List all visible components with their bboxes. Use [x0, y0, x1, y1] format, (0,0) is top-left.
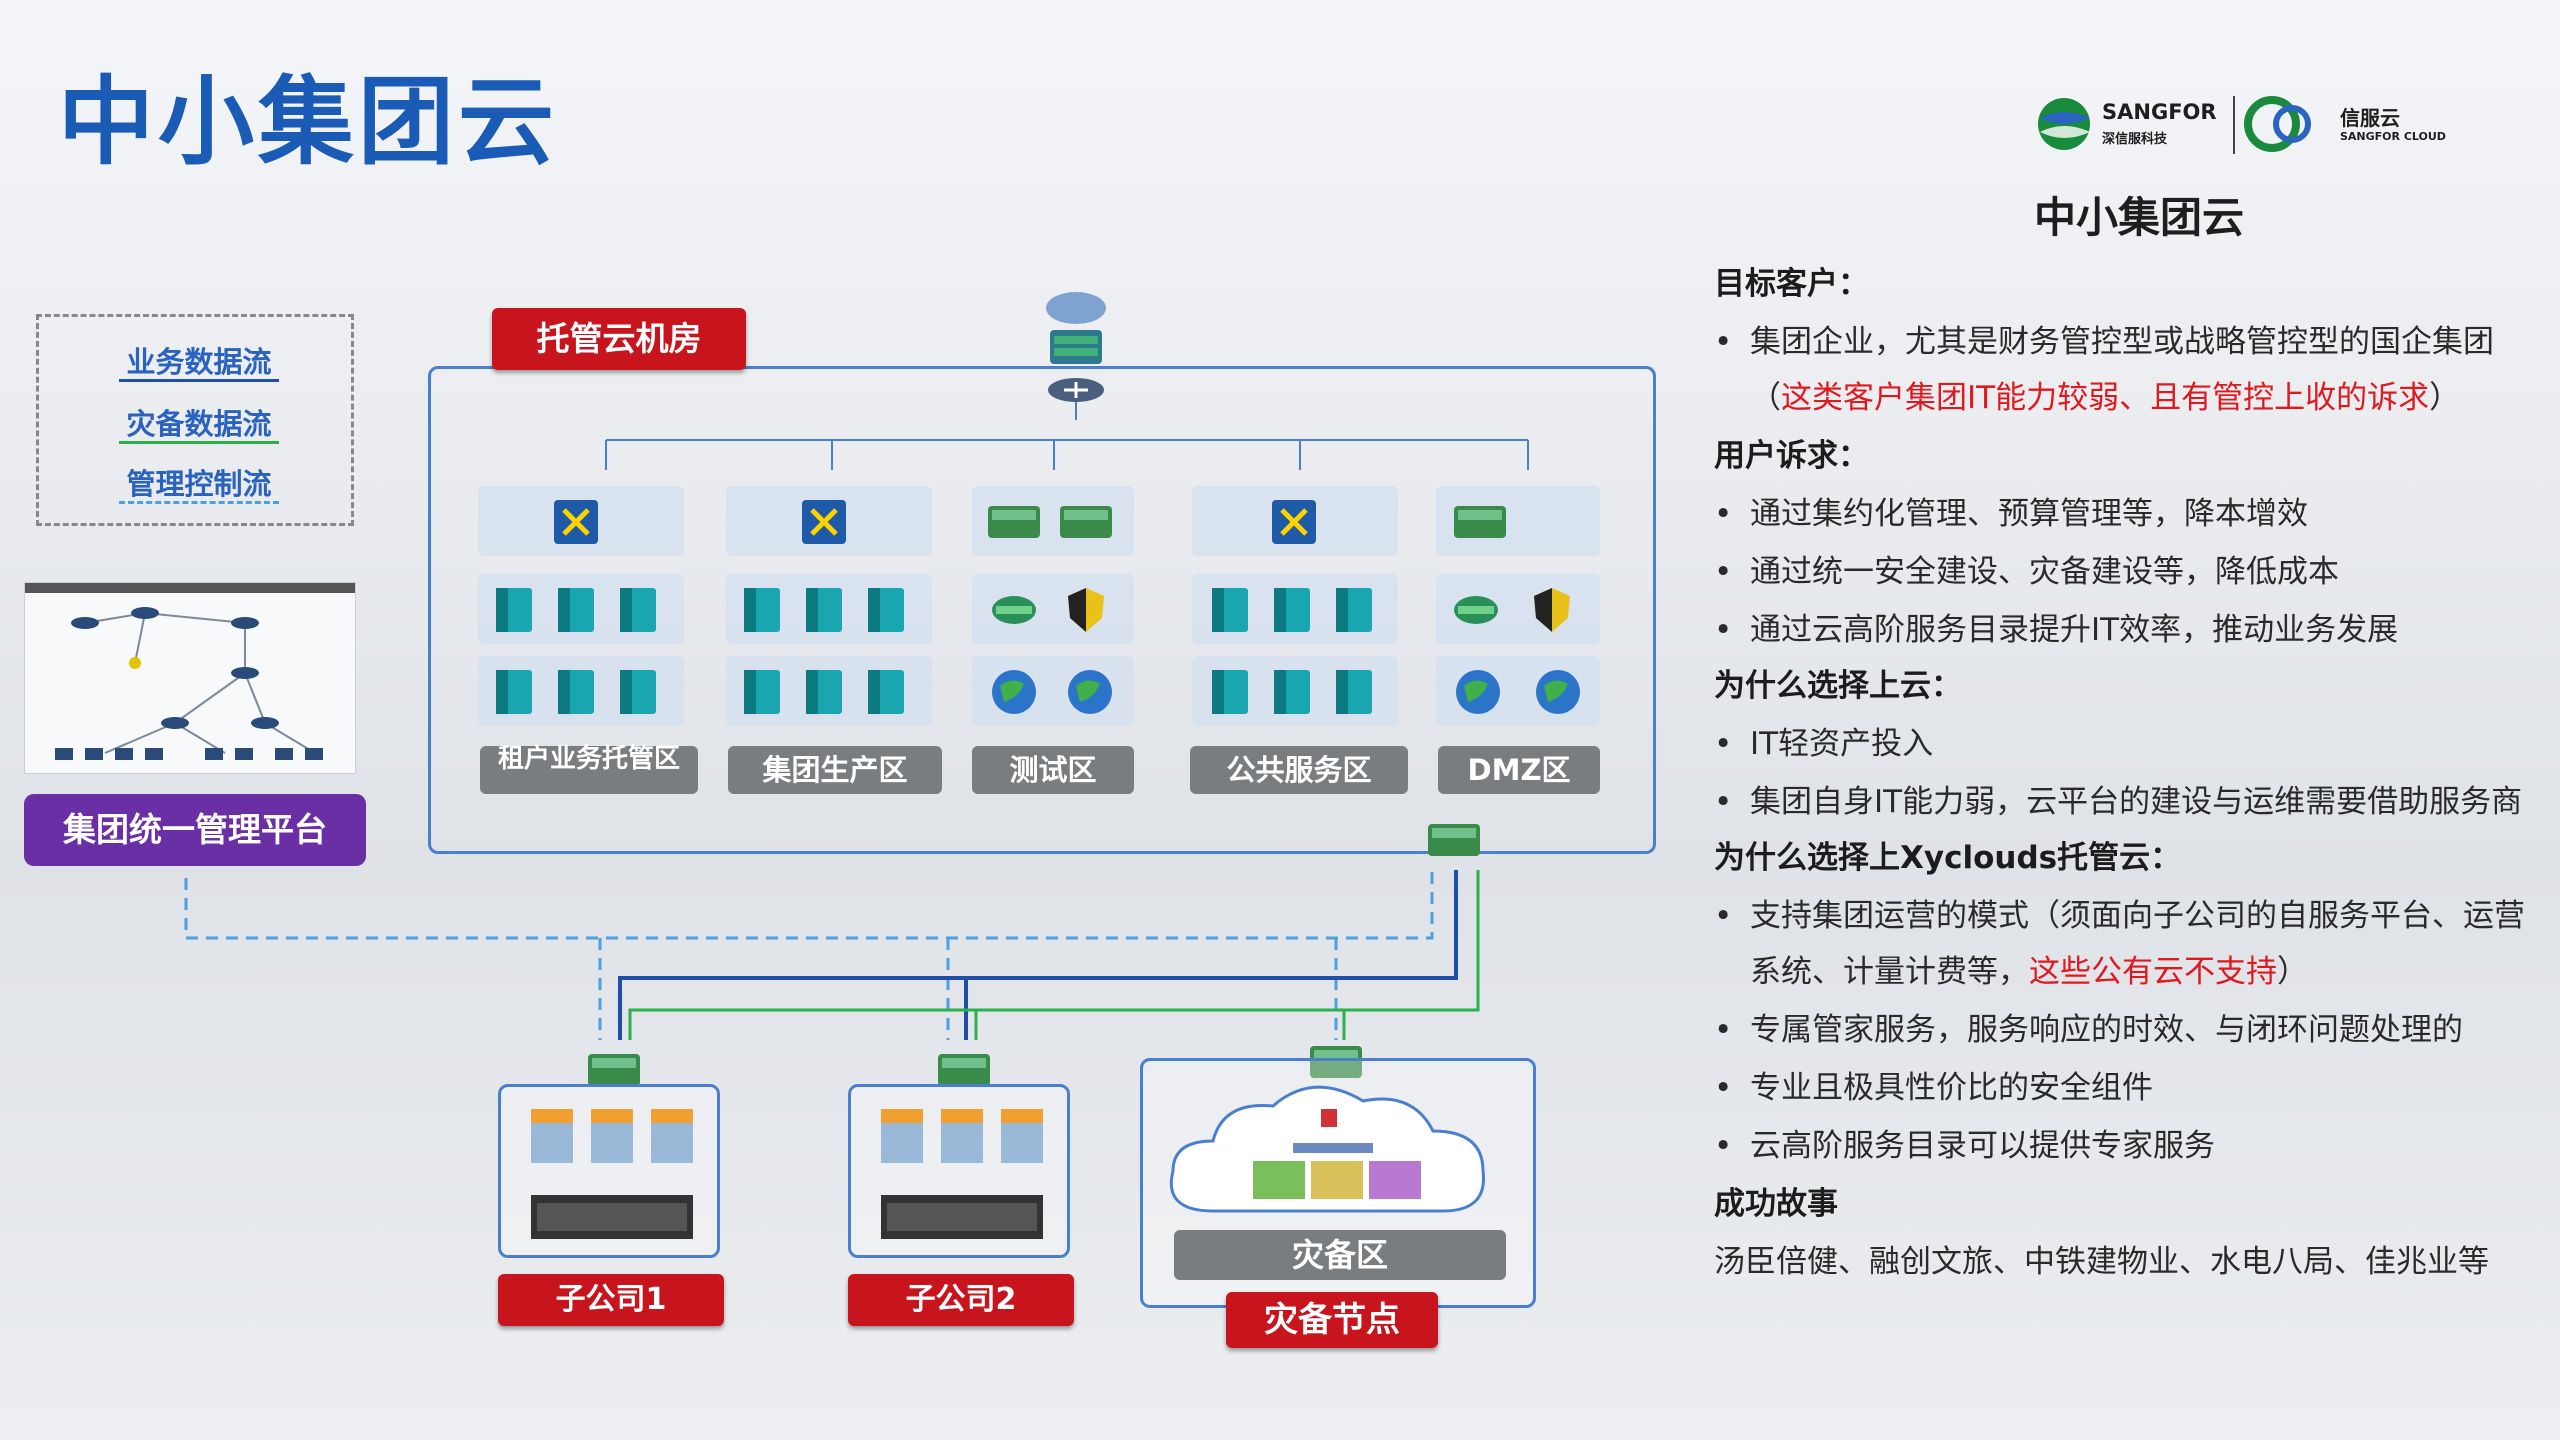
dr-zone-label: 灾备区 — [1174, 1230, 1506, 1280]
why-x-text-2-pre: 系统、计量计费等， — [1750, 954, 2029, 990]
datacenter-label: 托管云机房 — [492, 308, 746, 370]
branch-1-label: 子公司1 — [498, 1274, 724, 1326]
legend-business-flow: 业务数据流 — [126, 345, 272, 379]
why-cloud-text-1: IT轻资产投入 — [1750, 726, 1934, 762]
panel-title: 中小集团云 — [2034, 193, 2245, 242]
platform-topology-image — [24, 582, 356, 774]
logo-cloud: 信服云 — [2340, 106, 2400, 130]
logo-brand: SANGFOR — [2102, 100, 2217, 124]
target-heading: 目标客户： — [1714, 266, 1869, 302]
why-x-item-2: •专属管家服务，服务响应的时效、与闭环问题处理的 — [1714, 1012, 2463, 1048]
logo-cloud-sub: SANGFOR CLOUD — [2340, 130, 2446, 143]
zone-label-dmz: DMZ区 — [1438, 746, 1600, 794]
stories-text: 汤臣倍健、融创文旅、中铁建物业、水电八局、佳兆业等 — [1714, 1244, 2489, 1280]
zone-label-production: 集团生产区 — [728, 746, 942, 794]
needs-heading: 用户诉求： — [1714, 438, 1869, 474]
hosted-cloud-datacenter — [428, 366, 1656, 854]
why-x-item-1: •支持集团运营的模式（须面向子公司的自服务平台、运营 — [1714, 898, 2525, 934]
legend-mgmt-line — [119, 501, 279, 504]
branch-2-label: 子公司2 — [848, 1274, 1074, 1326]
zone-label-public: 公共服务区 — [1190, 746, 1408, 794]
branch-2-box — [848, 1084, 1070, 1258]
page-title: 中小集团云 — [58, 66, 558, 178]
zone-label-test: 测试区 — [972, 746, 1134, 794]
why-cloud-item-1: •IT轻资产投入 — [1714, 726, 1934, 762]
zone-label-tenant: 租户业务托管区 — [480, 746, 698, 794]
group-management-platform: 集团统一管理平台 — [24, 794, 366, 866]
why-x-text-1: 支持集团运营的模式（须面向子公司的自服务平台、运营 — [1750, 898, 2525, 934]
why-x-text-2-post: ） — [2277, 954, 2308, 990]
target-paren-open: （ — [1750, 380, 1781, 416]
why-x-red-text: 这些公有云不支持 — [2029, 954, 2277, 990]
why-cloud-heading: 为什么选择上云： — [1714, 668, 1962, 704]
internet-cloud-icon — [1042, 286, 1110, 404]
dr-node-label: 灾备节点 — [1226, 1292, 1438, 1348]
needs-item-3: •通过云高阶服务目录提升IT效率，推动业务发展 — [1714, 612, 2399, 648]
needs-item-1: •通过集约化管理、预算管理等，降本增效 — [1714, 496, 2308, 532]
why-x-item-3: •专业且极具性价比的安全组件 — [1714, 1070, 2153, 1106]
target-item-2: （这类客户集团IT能力较弱、且有管控上收的诉求） — [1750, 372, 2460, 417]
target-red-text: 这类客户集团IT能力较弱、且有管控上收的诉求 — [1781, 380, 2430, 416]
needs-text-2: 通过统一安全建设、灾备建设等，降低成本 — [1750, 554, 2339, 590]
target-text-1: 集团企业，尤其是财务管控型或战略管控型的国企集团 — [1750, 324, 2494, 360]
sangfor-logo: SANGFOR 深信服科技 信服云 SANGFOR CLOUD — [2034, 90, 2454, 160]
why-x-text-5: 云高阶服务目录可以提供专家服务 — [1750, 1128, 2215, 1164]
why-x-text-4: 专业且极具性价比的安全组件 — [1750, 1070, 2153, 1106]
why-x-heading: 为什么选择上Xyclouds托管云： — [1714, 840, 2182, 876]
logo-brand-sub: 深信服科技 — [2102, 132, 2168, 147]
needs-item-2: •通过统一安全建设、灾备建设等，降低成本 — [1714, 554, 2339, 590]
needs-text-3: 通过云高阶服务目录提升IT效率，推动业务发展 — [1750, 612, 2399, 648]
stories-heading: 成功故事 — [1714, 1186, 1838, 1222]
target-item-1: •集团企业，尤其是财务管控型或战略管控型的国企集团 — [1714, 324, 2494, 360]
why-x-item-1-cont: 系统、计量计费等，这些公有云不支持） — [1750, 946, 2308, 991]
branch-1-box — [498, 1084, 720, 1258]
target-paren-close: ） — [2429, 380, 2461, 416]
legend-mgmt-flow: 管理控制流 — [126, 467, 272, 501]
legend-dr-line — [119, 441, 279, 444]
legend: 业务数据流 灾备数据流 管理控制流 — [36, 314, 354, 526]
needs-text-1: 通过集约化管理、预算管理等，降本增效 — [1750, 496, 2308, 532]
why-cloud-text-2: 集团自身IT能力弱，云平台的建设与运维需要借助服务商 — [1750, 784, 2523, 820]
why-x-text-3: 专属管家服务，服务响应的时效、与闭环问题处理的 — [1750, 1012, 2463, 1048]
legend-dr-flow: 灾备数据流 — [126, 407, 272, 441]
why-cloud-item-2: •集团自身IT能力弱，云平台的建设与运维需要借助服务商 — [1714, 784, 2523, 820]
why-x-item-4: •云高阶服务目录可以提供专家服务 — [1714, 1128, 2215, 1164]
legend-business-line — [119, 379, 279, 382]
